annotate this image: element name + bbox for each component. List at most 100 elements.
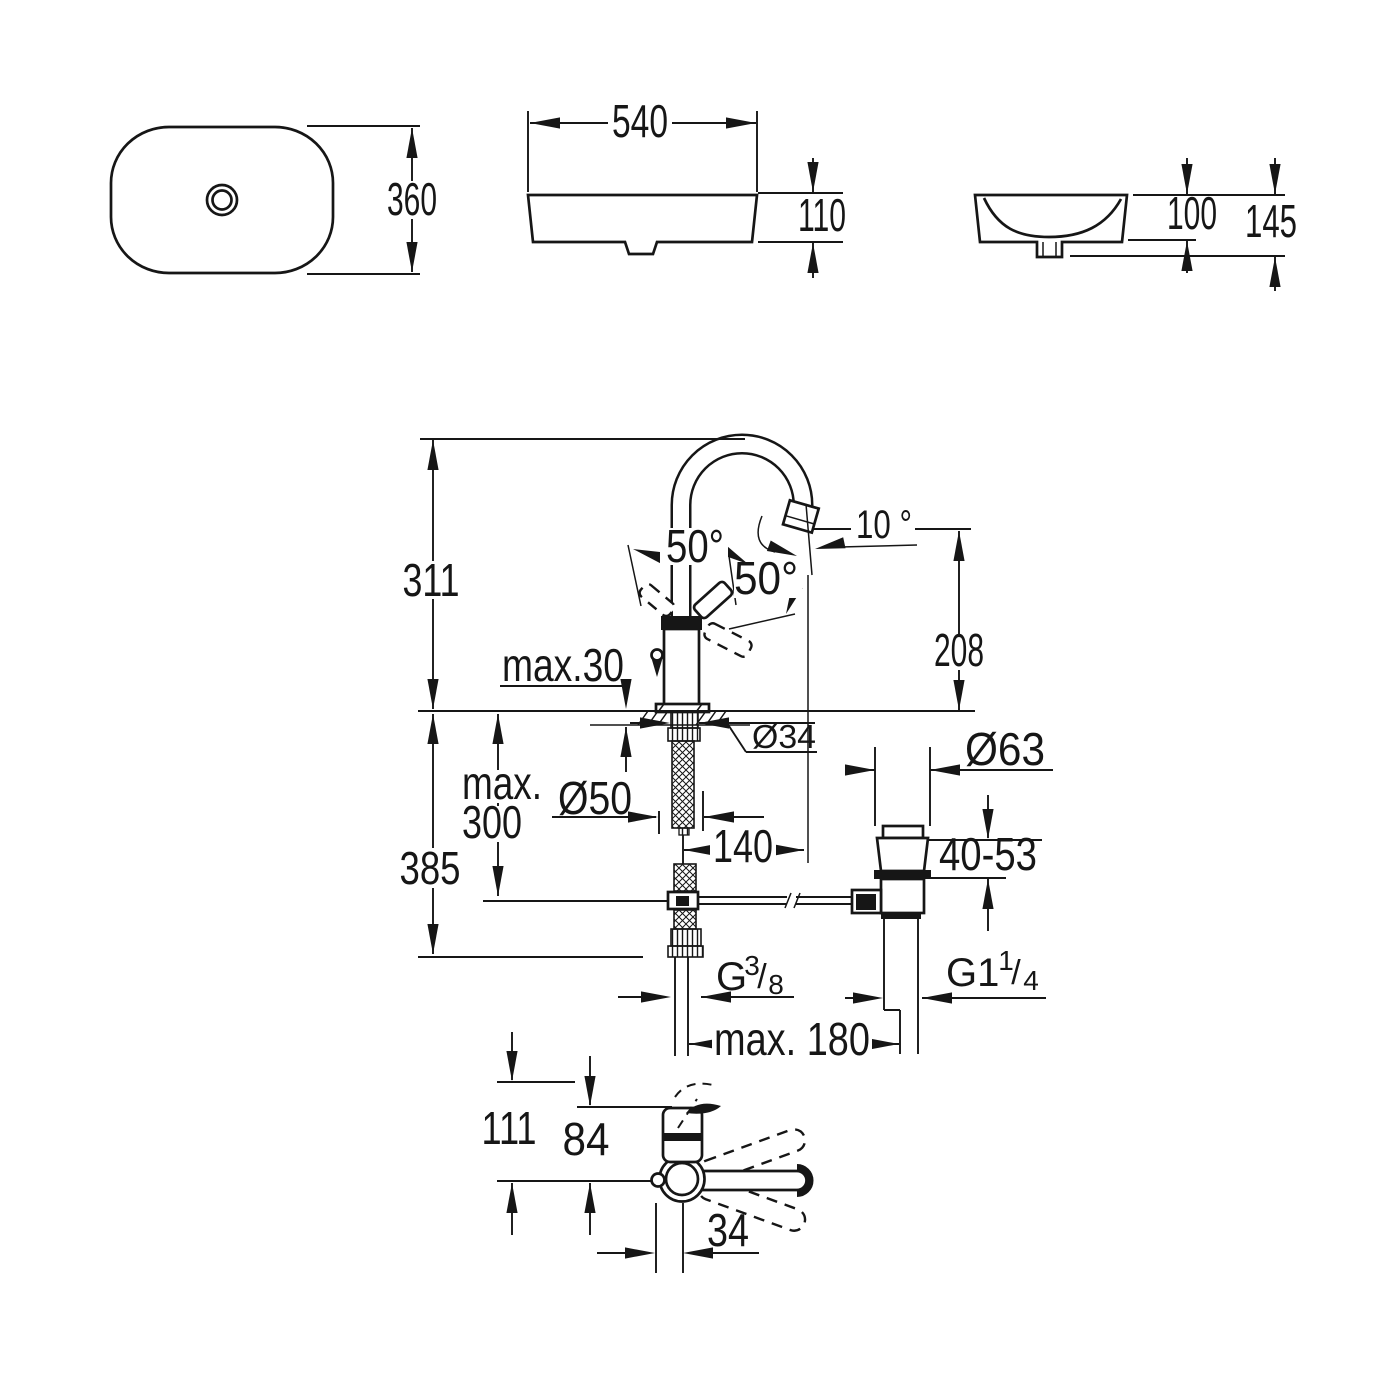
dim-arrow — [628, 811, 658, 823]
faucet-handle-view — [497, 1032, 814, 1273]
drain-assembly — [850, 824, 931, 1054]
dim-label-540: 540 — [612, 95, 668, 147]
dim-arrow — [684, 844, 714, 856]
dim-o63 — [846, 747, 1053, 826]
drain-fitting-lines — [1042, 242, 1057, 256]
dim-label-o34: Ø34 — [752, 718, 816, 755]
dim-max300 — [483, 714, 668, 902]
handle-end-cap — [796, 1164, 814, 1197]
g114-prefix: G1 — [946, 951, 999, 995]
dim-arrow — [953, 680, 965, 710]
dim-arrow — [807, 162, 819, 192]
basin-side-outline — [973, 193, 1129, 259]
g38-slash: / — [757, 958, 767, 996]
connector-collar — [667, 945, 704, 958]
hose-connector — [670, 928, 702, 947]
dim-label-4053: 40-53 — [939, 828, 1037, 880]
dim-arrow — [1269, 164, 1281, 194]
dim-label-208: 208 — [934, 624, 984, 676]
dim-arrow — [584, 1076, 596, 1106]
dim-arrow — [953, 531, 965, 561]
angle-10-line — [839, 544, 918, 548]
dim-label-385: 385 — [400, 842, 461, 894]
basin-plan-view — [109, 125, 420, 275]
handle-pivot-wedge — [652, 660, 662, 677]
hose-nipple — [678, 827, 690, 836]
basin-plan-outline — [109, 125, 335, 275]
dim-arrow — [726, 117, 756, 129]
dim-208 — [812, 528, 971, 710]
dim-label-110: 110 — [798, 189, 846, 241]
g114-slash: / — [1011, 954, 1021, 992]
spout-pipe-inner — [673, 436, 811, 630]
lever-raised-dash — [677, 1098, 698, 1129]
dim-arrow — [774, 844, 804, 856]
dim-label-100: 100 — [1167, 187, 1217, 239]
basin-bowl-curve — [982, 197, 1123, 239]
dim-arrow — [845, 764, 875, 776]
handle-solid — [692, 580, 734, 620]
dim-arrow — [584, 1183, 596, 1213]
supply-hose-lower — [673, 909, 697, 930]
angle-label-10: 10 ° — [856, 503, 912, 547]
dim-arrow — [853, 992, 883, 1004]
dim-label-max30: max.30 — [502, 639, 624, 691]
rod-break-marks — [784, 892, 801, 909]
spout-axis-ext-line — [805, 503, 813, 863]
dim-lines-110 — [758, 158, 843, 278]
angle-label-50-left: 50° — [666, 520, 724, 572]
faucet-body-cap — [661, 616, 702, 630]
dim-arrow — [620, 727, 632, 757]
handle-dashed-left — [638, 582, 676, 618]
dim-arrow — [506, 1183, 518, 1213]
handle-top-solid — [690, 1169, 808, 1192]
dim-arrow — [406, 242, 418, 272]
dim-arrow — [807, 243, 819, 273]
dim-arrow — [530, 117, 560, 129]
faucet-body — [662, 627, 701, 707]
dim-arrow — [982, 879, 994, 909]
dim-385 — [418, 714, 643, 958]
hub-side-knob — [650, 1172, 666, 1188]
angle-arrow — [631, 543, 664, 564]
basin-front-view — [526, 111, 843, 278]
dimension-labels: 360 540 110 100 145 311 max.30 50° 50° 1… — [387, 95, 1297, 1256]
dim-arrow — [930, 764, 960, 776]
dim-o34-leader — [630, 722, 817, 753]
dim-arrow — [641, 991, 671, 1003]
dim-arrow — [506, 1051, 518, 1081]
dim-arrow — [492, 866, 504, 896]
g38-prefix: G — [716, 955, 747, 999]
supply-hose-upper — [671, 740, 695, 829]
dim-label-360: 360 — [387, 173, 437, 225]
dim-label-111: 111 — [482, 1102, 537, 1154]
dim-label-300: 300 — [462, 796, 522, 848]
dim-label-311: 311 — [403, 554, 460, 606]
shank-front-lines — [655, 1203, 684, 1273]
dim-label-84: 84 — [563, 1113, 610, 1165]
dim-label-o50: Ø50 — [558, 772, 632, 824]
dim-arrow — [640, 717, 670, 729]
drain-hole-outer — [205, 183, 239, 217]
drain-hole-inner — [211, 189, 233, 211]
dim-arrow — [427, 714, 439, 744]
g38-numerator: 3 — [744, 950, 760, 981]
spout-outlet — [781, 498, 821, 535]
mounting-nut — [667, 727, 701, 742]
thread-labels: G 3 / 8 G1 1 / 4 — [716, 945, 1039, 1000]
g114-denominator: 4 — [1023, 965, 1039, 996]
handle-dashed-right — [703, 622, 753, 658]
dim-arrow — [406, 128, 418, 158]
dim-arrow — [427, 679, 439, 709]
supply-hose-mid — [673, 863, 697, 892]
body-top-band — [663, 1133, 702, 1141]
dim-label-145: 145 — [1245, 195, 1297, 247]
pop-up-rod — [697, 896, 852, 905]
angle-arrow — [813, 537, 846, 555]
dim-arrow — [427, 924, 439, 954]
dim-arrow — [625, 1247, 655, 1259]
threaded-shank — [670, 711, 699, 729]
supply-tube — [674, 957, 689, 1056]
